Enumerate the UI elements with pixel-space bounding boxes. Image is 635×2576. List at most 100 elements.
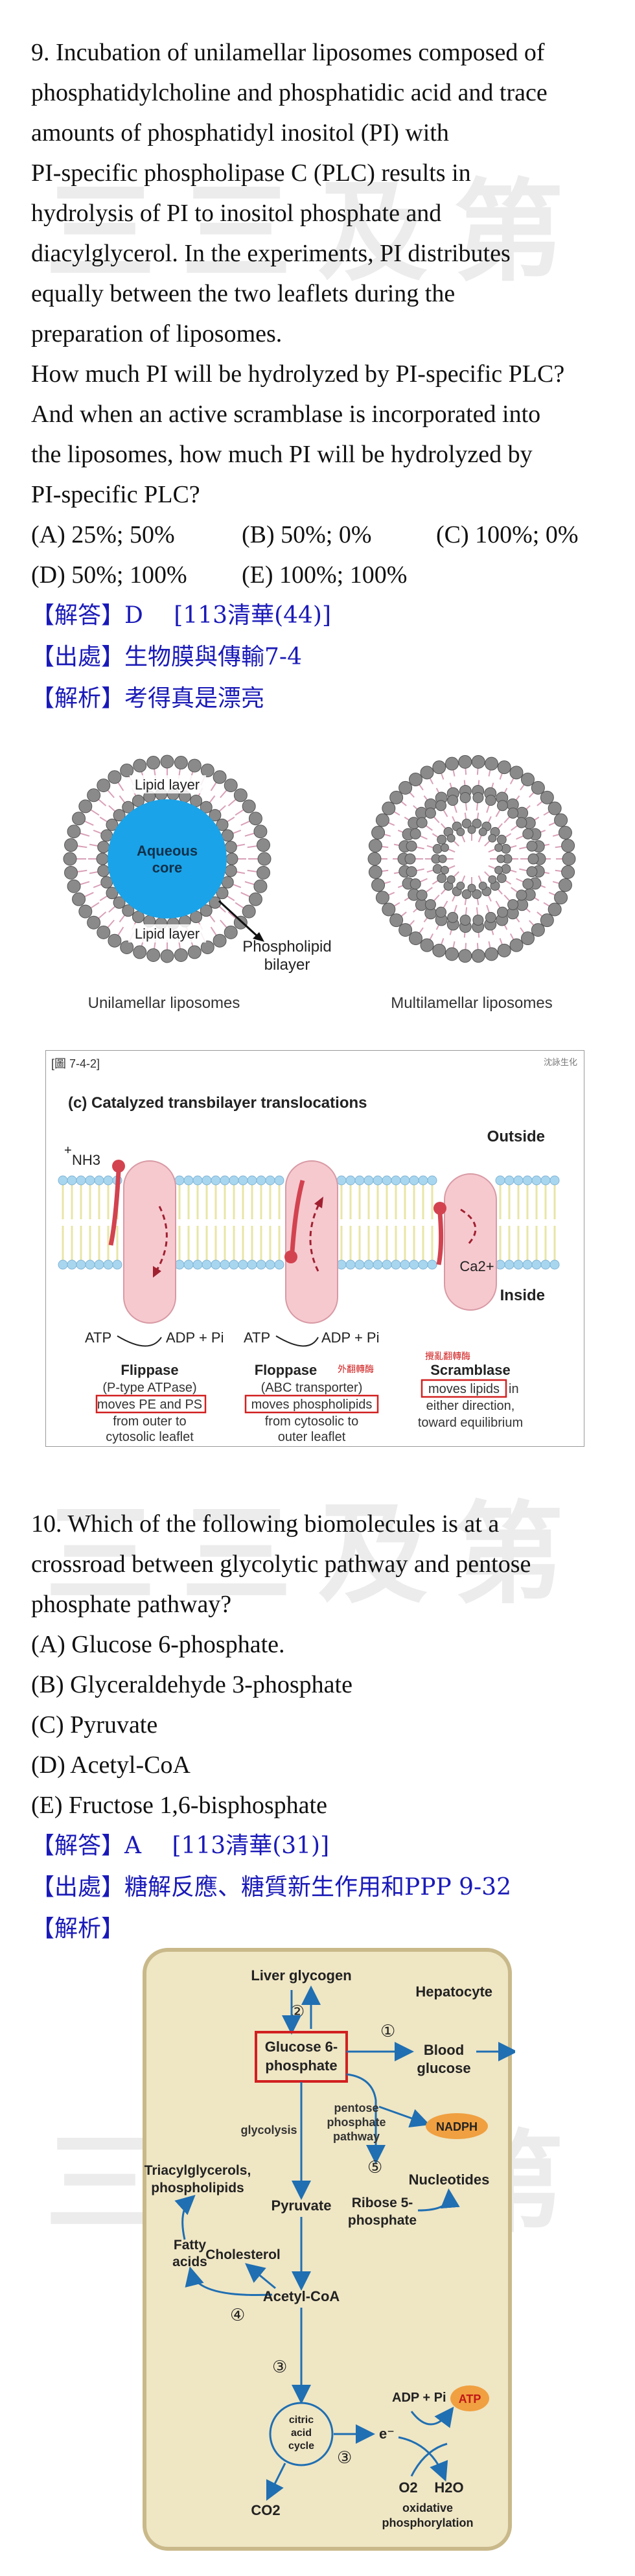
q9-line: 9. Incubation of unilamellar liposomes c… [31,39,545,66]
outer-lipid-head [224,925,238,939]
q9-line: hydrolysis of PI to inositol phosphate a… [31,200,442,227]
multilamellar-lipid-head [382,902,396,917]
multilamellar-lipid-head [447,795,459,806]
nh3-plus: + [64,1143,72,1158]
hepatocyte-figure: Liver glycogen Hepatocyte ② Glucose 6- p… [139,1945,518,2554]
liposome-figure: Aqueous core Lipid layer Lipid layer Pho… [31,745,601,1018]
multilamellar-lipid-head [558,878,572,892]
highlight-box [95,1394,207,1414]
membrane-lipid-head [549,1175,560,1186]
multilamellar-lipid-head [494,865,503,874]
multilamellar-lipid-head [461,889,472,899]
multilamellar-lipid-head [497,800,508,812]
highlight-box [244,1394,379,1414]
ribose-label-1: Ribose 5- [352,2195,413,2210]
ribose-label-2: phosphate [348,2213,417,2228]
atp-label-2: ATP [244,1329,270,1346]
q9-line: How much PI will be hydrolyzed by PI-spe… [31,360,565,388]
multilamellar-lipid-head [522,828,534,839]
membrane-lipid-head [256,1175,266,1186]
multilamellar-lipid-head [471,755,485,769]
q10-option-e: (E) Fructose 1,6-bisphosphate [31,1792,327,1819]
outer-lipid-head [257,852,271,866]
cac-label-3: cycle [288,2441,314,2452]
unilamellar-caption: Unilamellar liposomes [88,994,240,1012]
multilamellar-lipid-head [471,949,485,963]
q9-line: PI-specific phospholipase C (PLC) result… [31,159,471,187]
step-4-marker: ④ [230,2305,245,2324]
multilamellar-lipid-head [522,878,534,890]
q9-line: equally between the two leaflets during … [31,280,456,307]
hepatocyte-label: Hepatocyte [415,1984,492,2000]
multilamellar-lipid-head [368,865,382,879]
inner-lipid-head [96,852,109,865]
multilamellar-lipid-head [526,840,538,852]
membrane-lipid-head [354,1175,365,1186]
outer-lipid-head [233,788,248,802]
multilamellar-lipid-head [496,854,505,863]
q10-answer: 【解答】A [113清華(31)] [31,1832,330,1859]
outer-lipid-head [256,838,270,852]
membrane-lipid-head [247,1259,257,1270]
multilamellar-lipid-head [440,843,449,852]
inner-lipid-head [122,801,135,814]
membrane-lipid-head [513,1175,524,1186]
acetyl-label: Acetyl-CoA [263,2288,340,2304]
inner-lipid-head [224,841,237,854]
multilamellar-lipid-head [456,827,465,836]
multilamellar-lipid-head [420,766,434,780]
core-label: core [152,860,182,876]
membrane-lipid-head [364,1175,374,1186]
eminus-label: e⁻ [379,2426,395,2442]
outer-lipid-head [72,892,86,906]
atp-badge [450,2385,489,2411]
outer-lipid-head [233,915,248,930]
multilamellar-caption: Multilamellar liposomes [391,994,552,1012]
multilamellar-lipid-head [416,817,428,828]
q9-line: diacylglycerol. In the experiments, PI d… [31,240,511,267]
membrane-lipid-head [76,1259,86,1270]
outer-lipid-head [120,764,134,778]
o2-label: O2 [398,2479,417,2496]
inner-lipid-head [209,809,222,822]
floppase-desc-1: moves phospholipids [251,1398,373,1412]
multilamellar-lipid-head [406,840,417,852]
floppase-name: Floppase [255,1362,318,1378]
phospholipid-label: Phospholipid [242,938,331,955]
multilamellar-lipid-head [367,852,382,866]
inner-lipid-head [97,841,110,854]
multilamellar-lipid-head [472,819,482,829]
oxphos-label-2: phosphorylation [382,2516,474,2529]
nadph-arrow [378,2105,430,2128]
multilamellar-lipid-head [406,866,417,878]
calcium-label: Ca2+ [459,1258,494,1274]
membrane-lipid-head [274,1175,284,1186]
question-10: 10. Which of the following biomolecules … [31,1504,614,1950]
multilamellar-lipid-head [478,827,487,836]
outer-lipid-head [187,945,202,959]
inner-lipid-head [132,911,144,924]
cac-label-1: citric [289,2415,314,2426]
membrane-lipid-head [504,1175,514,1186]
multilamellar-lipid-head [440,865,449,874]
arrowhead-icon [253,932,264,942]
multilamellar-lipid-head [375,813,389,827]
multilamellar-lipid-head [437,834,447,845]
multilamellar-lipid-head [435,906,446,918]
multilamellar-lipid-head [472,792,484,804]
step-1-marker: ① [380,2021,395,2041]
membrane-lipid-head [103,1259,113,1270]
inside-label: Inside [500,1287,545,1304]
fatty-label-2: acids [172,2254,207,2269]
membrane-lipid-head [531,1259,542,1270]
membrane-lipid-head [513,1259,524,1270]
outside-label: Outside [487,1128,545,1145]
blood-label-1: Blood [424,2042,464,2058]
cac-cycle [269,2402,334,2466]
inner-lipid-head [113,809,126,822]
transbilayer-figure: [圖 7-4-2] 沈詠生化 (c) Catalyzed transbilaye… [45,1050,584,1447]
membrane-lipid-head [495,1259,505,1270]
adp-label-1: ADP + Pi [166,1329,224,1346]
outer-lipid-head [133,758,147,773]
multilamellar-lipid-head [432,943,446,957]
